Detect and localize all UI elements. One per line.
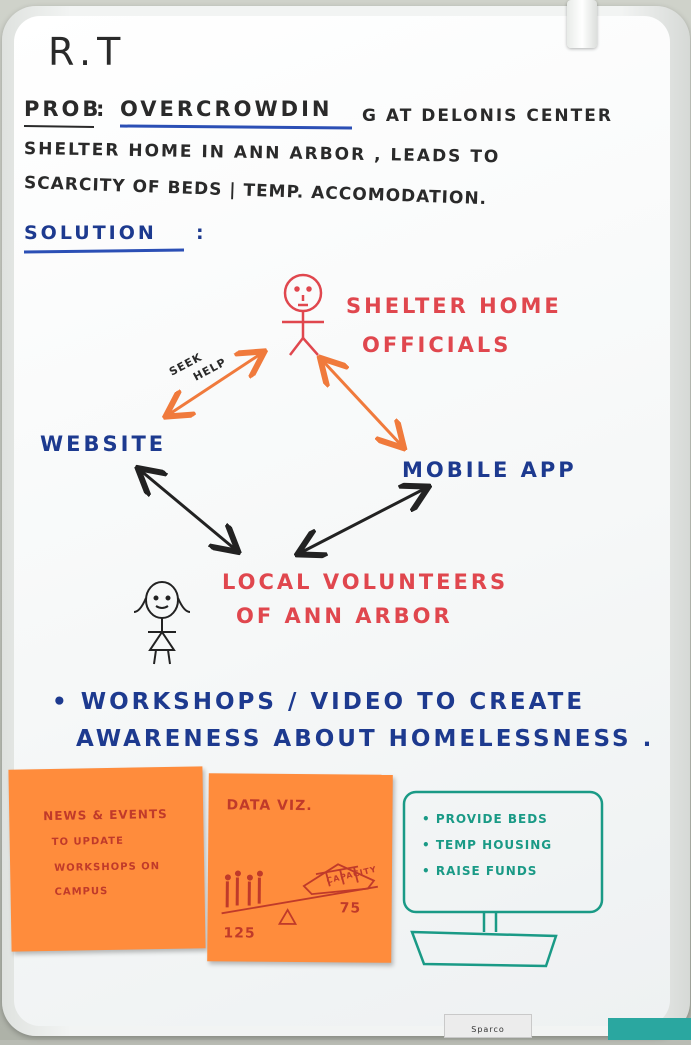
count-right: 75 (339, 900, 362, 917)
solution-colon: : (196, 222, 207, 244)
count-left: 125 (223, 925, 256, 942)
board-clip (567, 0, 597, 48)
volunteers-label-line2: OF ANN ARBOR (236, 604, 453, 628)
sticky-note-news: NEWS & EVENTS TO UPDATE WORKSHOPS ON CAM… (8, 766, 206, 952)
news-line3: WORKSHOPS ON (54, 861, 161, 874)
arrow-officials-mobile (322, 360, 402, 446)
arrow-mobile-volunteers (300, 488, 426, 553)
overcrowding-underline (119, 124, 353, 130)
screen-item-2: • TEMP HOUSING (422, 838, 553, 852)
solution-underline (23, 248, 185, 254)
volunteers-label-line1: LOCAL VOLUNTEERS (222, 570, 509, 594)
problem-keyword: OVERCROWDIN (120, 97, 333, 121)
problem-label: PROB (24, 97, 102, 121)
officials-label-line1: SHELTER HOME (346, 294, 562, 318)
brand-label: Sparco (444, 1014, 532, 1038)
problem-colon: : (96, 97, 108, 121)
arrow-website-officials (168, 353, 262, 415)
teal-edge (608, 1018, 691, 1040)
solution-label: SOLUTION (24, 222, 157, 244)
workshops-bullet-line1: • WORKSHOPS / VIDEO TO CREATE (52, 689, 586, 715)
mobile-app-label: MOBILE APP (402, 458, 577, 482)
screen-item-1: • PROVIDE BEDS (422, 812, 548, 826)
website-label: WEBSITE (40, 432, 167, 456)
stick-figure-officials (282, 273, 324, 356)
workshops-bullet-line2: AWARENESS ABOUT HOMELESSNESS . (76, 726, 655, 752)
prob-underline (23, 125, 95, 128)
problem-line1-rest: G AT DELONIS CENTER (362, 106, 613, 126)
news-line1: NEWS & EVENTS (43, 806, 168, 824)
news-line2: TO UPDATE (51, 835, 124, 848)
screen-item-3: • RAISE FUNDS (422, 864, 538, 878)
dataviz-sketch (221, 863, 378, 925)
officials-label-line2: OFFICIALS (362, 333, 512, 357)
author-initials: R.T (48, 30, 127, 74)
arrow-website-volunteers (140, 470, 236, 550)
sticky-note-dataviz: DATA VIZ. CAPACITY 125 75 (207, 773, 393, 963)
news-line4: CAMPUS (54, 885, 109, 898)
monitor-sketch (402, 790, 604, 968)
stick-figure-volunteer (133, 581, 191, 665)
